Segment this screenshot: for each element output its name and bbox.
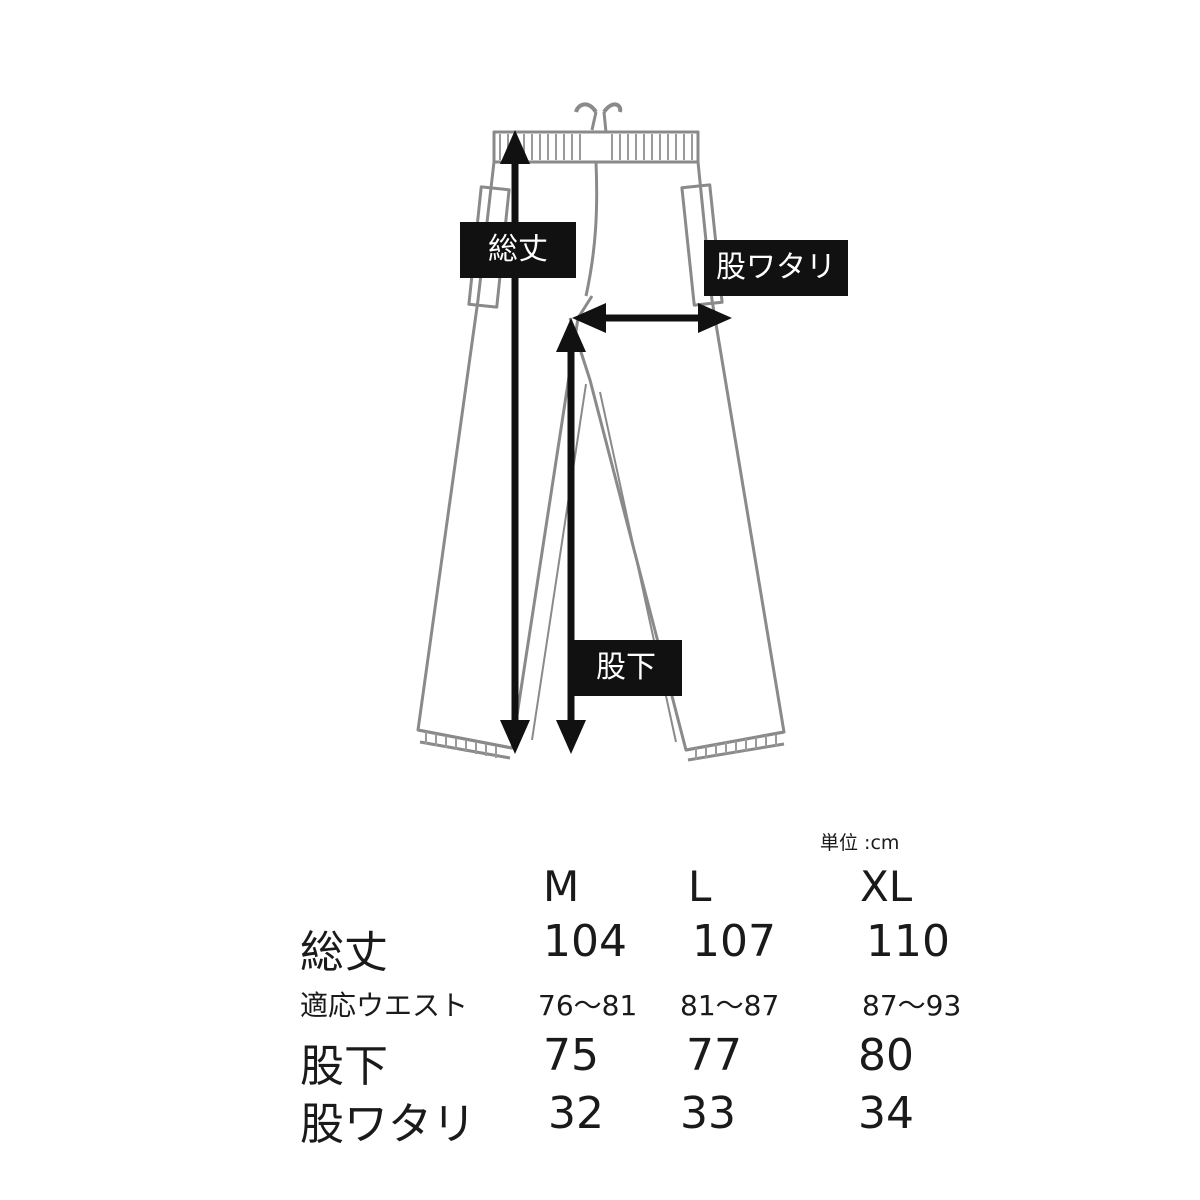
total-length-arrow-top <box>500 130 530 164</box>
inseam-arrow-bottom <box>556 720 586 754</box>
right-cuff-ribbing <box>695 734 777 760</box>
total-length-label: 総丈 <box>460 222 576 278</box>
center-seam <box>584 161 599 297</box>
waist-m: 76〜81 <box>538 989 638 1022</box>
total-length-arrow-bottom <box>500 720 530 754</box>
unit-note: 単位 :cm <box>820 832 900 854</box>
waist-xl: 87〜93 <box>862 989 962 1022</box>
thigh-arrow-right <box>698 303 732 333</box>
thigh-m: 32 <box>548 1088 604 1139</box>
inseam-l: 77 <box>686 1030 742 1081</box>
inseam-arrow-top <box>556 318 586 352</box>
left-cuff-ribbing <box>425 732 497 758</box>
size-header-xl: XL <box>860 862 913 911</box>
total-length-m: 104 <box>543 916 627 967</box>
inseam-label: 股下 <box>570 640 682 696</box>
thigh-l: 33 <box>680 1088 736 1139</box>
row-label-thigh: 股ワタリ <box>300 1099 476 1150</box>
thigh-width-label: 股ワタリ <box>704 240 848 296</box>
row-label-waist: 適応ウエスト <box>300 989 469 1022</box>
size-header-l: L <box>688 862 712 911</box>
size-header-m: M <box>543 862 580 911</box>
row-label-total-length: 総丈 <box>300 927 388 978</box>
total-length-xl: 110 <box>866 916 950 967</box>
drawstring-cord-left <box>574 102 598 114</box>
thigh-arrow-left <box>572 303 606 333</box>
drawstring <box>590 111 608 133</box>
inseam-m: 75 <box>543 1030 599 1081</box>
drawstring-cord-right <box>602 102 623 114</box>
total-length-l: 107 <box>692 916 776 967</box>
inseam-xl: 80 <box>858 1030 914 1081</box>
waistband-ribbing <box>499 134 693 160</box>
thigh-xl: 34 <box>858 1088 914 1139</box>
waist-l: 81〜87 <box>680 989 780 1022</box>
inner-seam-left <box>531 383 587 741</box>
row-label-inseam: 股下 <box>300 1041 388 1092</box>
